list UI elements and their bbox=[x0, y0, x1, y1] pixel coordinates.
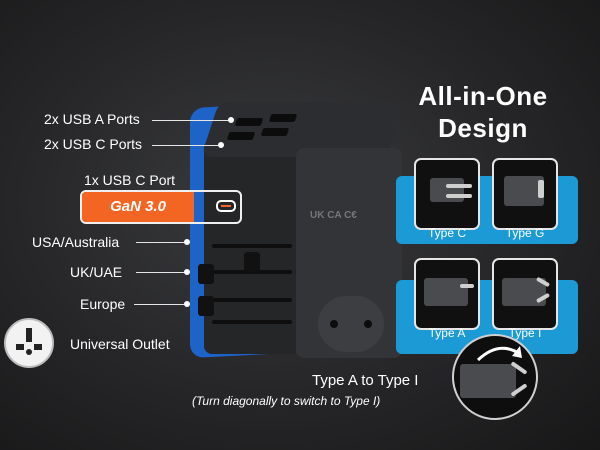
callout-usb-c: 2x USB C Ports bbox=[44, 136, 143, 152]
slider-track bbox=[212, 320, 292, 324]
usb-port bbox=[226, 132, 256, 140]
usb-port bbox=[234, 118, 264, 126]
callout-dot bbox=[228, 117, 234, 123]
plug-slider-uk bbox=[198, 264, 214, 284]
usb-port bbox=[260, 128, 290, 136]
plug-body bbox=[460, 364, 516, 398]
plug-pin bbox=[538, 180, 544, 198]
plug-body bbox=[504, 176, 544, 206]
plug-card-type-a bbox=[414, 258, 480, 330]
headline-line-1: All-in-One bbox=[418, 81, 548, 111]
callout-line bbox=[136, 272, 186, 273]
headline-line-2: Design bbox=[438, 113, 528, 143]
plug-body bbox=[424, 278, 468, 306]
callout-dot bbox=[184, 301, 190, 307]
usb-port bbox=[268, 114, 298, 122]
plug-card-type-g bbox=[492, 158, 558, 230]
usb-c-port-icon bbox=[216, 200, 236, 212]
label-type-a: Type A bbox=[428, 326, 466, 340]
callout-line bbox=[134, 304, 186, 305]
conversion-note: (Turn diagonally to switch to Type I) bbox=[192, 394, 381, 408]
label-type-i: Type I bbox=[508, 326, 542, 340]
callout-usb-c-single: 1x USB C Port bbox=[84, 172, 176, 188]
conversion-title: Type A to Type I bbox=[312, 372, 419, 389]
universal-outlet-icon bbox=[4, 318, 54, 368]
headline: All-in-One Design bbox=[398, 80, 568, 144]
label-type-c: Type C bbox=[427, 226, 466, 240]
label-type-g: Type G bbox=[505, 226, 545, 240]
plug-pin bbox=[446, 184, 472, 188]
callout-dot bbox=[184, 269, 190, 275]
universal-socket bbox=[318, 296, 384, 352]
callout-line bbox=[152, 145, 222, 146]
rotate-arrow-icon bbox=[476, 346, 522, 362]
callout-line bbox=[152, 120, 232, 121]
plug-slider-usa bbox=[244, 252, 260, 272]
gan-badge-frame bbox=[80, 190, 242, 224]
callout-dot bbox=[184, 239, 190, 245]
plug-body bbox=[430, 178, 464, 202]
gan-label: GaN 3.0 bbox=[110, 198, 166, 215]
callout-universal-outlet: Universal Outlet bbox=[70, 336, 170, 352]
callout-usb-a: 2x USB A Ports bbox=[44, 111, 140, 127]
plug-pin bbox=[446, 194, 472, 198]
callout-line bbox=[136, 242, 186, 243]
callout-uk-uae: UK/UAE bbox=[70, 264, 123, 280]
socket-hole bbox=[364, 320, 372, 328]
plug-card-type-i bbox=[492, 258, 558, 330]
callout-dot bbox=[218, 142, 224, 148]
socket-hole bbox=[330, 320, 338, 328]
slider-track bbox=[212, 298, 292, 302]
plug-card-type-c bbox=[414, 158, 480, 230]
slider-track bbox=[212, 270, 292, 274]
gan-badge bbox=[82, 192, 194, 222]
conversion-detail-circle bbox=[452, 334, 538, 420]
certification-marks: UK CA C€ bbox=[310, 210, 357, 221]
callout-usa-australia: USA/Australia bbox=[32, 234, 120, 250]
callout-europe: Europe bbox=[80, 296, 126, 312]
plug-pin bbox=[460, 284, 474, 288]
plug-slider-europe bbox=[198, 296, 214, 316]
slider-track bbox=[212, 244, 292, 248]
